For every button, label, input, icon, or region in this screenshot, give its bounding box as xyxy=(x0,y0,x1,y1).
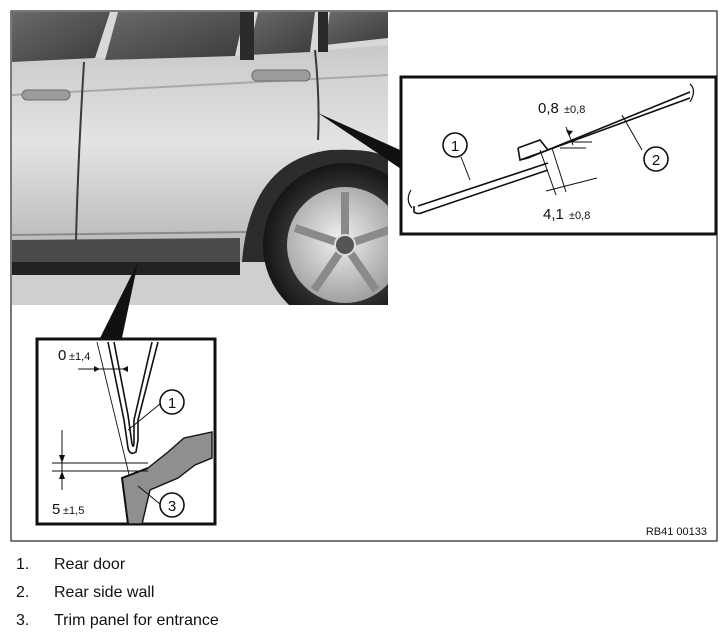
door-gap-value: 0 xyxy=(58,347,66,364)
flush-tolerance: ±0,8 xyxy=(569,210,590,222)
callout-rear-door-upper: 1 xyxy=(451,138,459,155)
parts-legend: 1. Rear door 2. Rear side wall 3. Trim p… xyxy=(16,556,716,640)
flush-value: 4,1 xyxy=(543,206,564,223)
legend-number: 3. xyxy=(16,612,30,629)
legend-text: Rear door xyxy=(54,556,126,573)
legend-item: 3. Trim panel for entrance xyxy=(16,612,716,640)
door-gap-tolerance: ±1,4 xyxy=(69,351,90,363)
assembly-diagram: 1 2 0,8 ±0,8 4,1 ±0,8 1 3 xyxy=(10,10,718,542)
legend-text: Rear side wall xyxy=(54,584,155,601)
overlap-tolerance: ±1,5 xyxy=(63,505,84,517)
callout-trim-panel: 3 xyxy=(168,498,176,515)
upper-detail: 1 2 0,8 ±0,8 4,1 ±0,8 xyxy=(399,75,718,236)
legend-item: 2. Rear side wall xyxy=(16,584,716,612)
callout-rear-door-lower: 1 xyxy=(168,395,176,412)
lower-detail-pointer xyxy=(100,262,138,338)
gap-value: 0,8 xyxy=(538,100,559,117)
callout-rear-side-wall: 2 xyxy=(652,152,660,169)
car-photo xyxy=(12,12,388,305)
gap-tolerance: ±0,8 xyxy=(564,104,585,116)
legend-number: 2. xyxy=(16,584,30,601)
lower-detail: 1 3 0 ±1,4 5 ±1,5 xyxy=(35,337,217,526)
legend-number: 1. xyxy=(16,556,30,573)
overlap-value: 5 xyxy=(52,501,60,518)
legend-text: Trim panel for entrance xyxy=(54,612,219,629)
upper-detail-pointer xyxy=(318,113,404,171)
reference-code: RB41 00133 xyxy=(646,526,707,538)
legend-item: 1. Rear door xyxy=(16,556,716,584)
